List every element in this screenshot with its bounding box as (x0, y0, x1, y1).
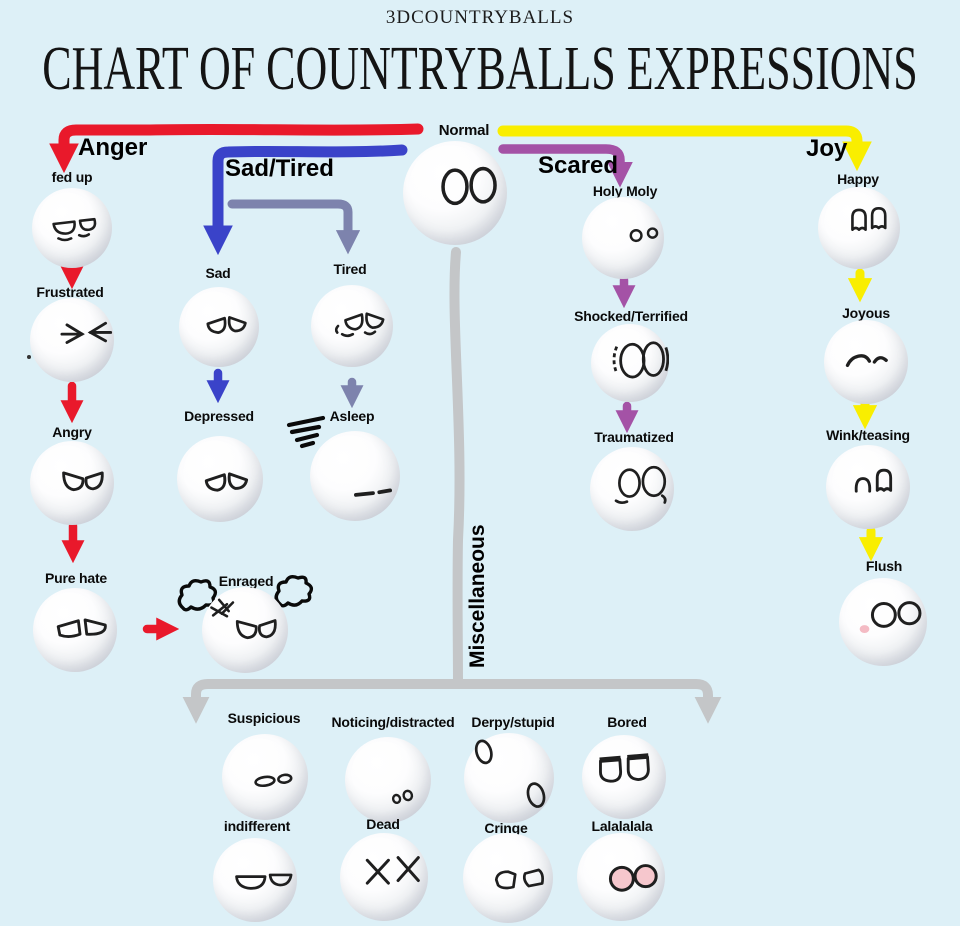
sad-eyes-icon (206, 316, 247, 334)
misc-branch-line-horizontal (182, 679, 722, 724)
happy-eyes-icon (851, 207, 887, 231)
ball-derpy-stupid (464, 733, 554, 823)
label-angry: Angry (52, 424, 92, 440)
label-sad: Sad (205, 265, 231, 281)
label-traumatized: Traumatized (594, 429, 674, 445)
label-noticing-distracted: Noticing/distracted (331, 714, 455, 730)
ball-bored (582, 735, 666, 819)
branch-label-scared: Scared (538, 152, 619, 179)
label-happy: Happy (837, 171, 879, 187)
ball-flush (839, 578, 927, 666)
joy-branch-arrow (497, 125, 872, 172)
traumatized-eyes-icon (614, 465, 667, 505)
ball-fed-up (32, 188, 112, 268)
label-joyous: Joyous (842, 305, 890, 321)
shocked-eyes-icon (612, 341, 669, 379)
cringe-eyes-icon (494, 868, 544, 890)
branch-label-sad-tired: Sad/Tired (225, 155, 334, 182)
label-derpy-stupid: Derpy/stupid (471, 714, 555, 730)
bored-eyes-icon (599, 753, 650, 783)
ball-angry (30, 441, 114, 525)
label-wink-teasing: Wink/teasing (826, 427, 910, 443)
branch-label-joy: Joy (806, 135, 848, 162)
ball-cringe (463, 833, 553, 923)
label-depressed: Depressed (184, 408, 254, 424)
holy-moly-eyes-icon (629, 227, 659, 243)
flush-eyes-icon (859, 601, 922, 633)
ball-pure-hate (33, 588, 117, 672)
label-pure-hate: Pure hate (45, 570, 107, 586)
normal-eyes-icon (441, 166, 497, 206)
label-holy-moly: Holy Moly (592, 183, 658, 199)
label-tired: Tired (333, 261, 367, 277)
enraged-steam-cloud-left (177, 578, 218, 612)
dead-eyes-icon (365, 856, 420, 885)
wink-eyes-icon (854, 468, 893, 493)
ball-wink-teasing (826, 445, 910, 529)
ink-dot-artifact (27, 355, 31, 359)
pure-hate-eyes-icon (56, 618, 107, 638)
label-indifferent: indifferent (223, 818, 291, 834)
ball-suspicious (222, 734, 308, 820)
ball-joyous (824, 320, 908, 404)
label-frustrated: Frustrated (36, 284, 104, 300)
suspicious-eyes-icon (254, 773, 293, 788)
joyous-eyes-icon (845, 354, 888, 368)
misc-branch-line-vertical (449, 247, 465, 689)
enraged-eyes-icon (210, 598, 277, 640)
depressed-eyes-icon (204, 472, 249, 492)
label-asleep: Asleep (329, 408, 375, 424)
label-suspicious: Suspicious (227, 710, 301, 726)
ball-shocked-terrified (591, 324, 669, 402)
ball-lalalalala (577, 833, 665, 921)
ball-holy-moly (582, 197, 664, 279)
ball-happy (818, 187, 900, 269)
ball-normal (403, 141, 507, 245)
label-lalalalala: Lalalalala (591, 818, 653, 834)
derpy-eyes-icon (474, 739, 546, 808)
anger-branch-arrow (49, 123, 424, 174)
ball-depressed (177, 436, 263, 522)
asleep-eyes-icon (354, 488, 392, 497)
ball-sad (179, 287, 259, 367)
ball-noticing-distracted (345, 737, 431, 823)
enraged-steam-cloud-right (274, 574, 314, 608)
noticing-eyes-icon (391, 789, 414, 805)
lalalalala-eyes-icon (608, 864, 658, 892)
ball-dead (340, 833, 428, 921)
sad-branch-arrow (203, 144, 408, 256)
ball-asleep (310, 431, 400, 521)
fed-up-eyes-icon (52, 217, 97, 242)
asleep-zzz-scribble (286, 415, 326, 449)
label-normal: Normal (438, 122, 490, 139)
label-dead: Dead (366, 816, 400, 832)
branch-label-miscellaneous: Miscellaneous (466, 524, 489, 668)
ball-tired (311, 285, 393, 367)
label-bored: Bored (607, 714, 647, 730)
angry-eyes-icon (62, 471, 104, 492)
ball-frustrated (30, 298, 114, 382)
ball-enraged (202, 587, 288, 673)
site-title: 3DCOUNTRYBALLS (385, 7, 575, 28)
scared-branch-arrow (498, 144, 633, 188)
ball-indifferent (213, 838, 297, 922)
label-shocked-terrified: Shocked/Terrified (574, 308, 688, 324)
indifferent-eyes-icon (235, 873, 293, 890)
ball-traumatized (590, 447, 674, 531)
page-title: CHART OF COUNTRYBALLS EXPRESSIONS (42, 32, 918, 103)
frustrated-eyes-icon (60, 321, 113, 344)
branch-label-anger: Anger (78, 134, 148, 161)
label-enraged: Enraged (218, 573, 274, 589)
label-flush: Flush (865, 558, 903, 574)
label-cringe: Cringe (484, 820, 528, 836)
tired-eyes-icon (334, 312, 385, 338)
tired-branch-arrow (227, 199, 361, 255)
label-fed-up: fed up (51, 169, 93, 185)
